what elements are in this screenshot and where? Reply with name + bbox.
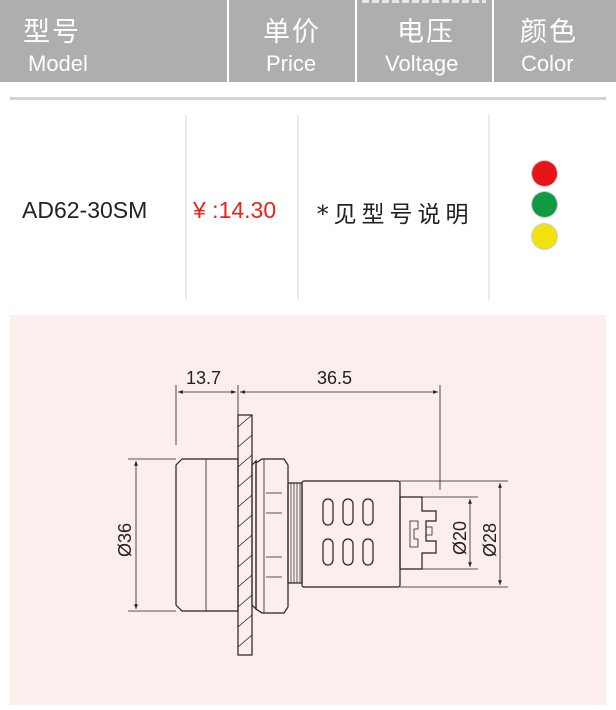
panel-plate [237, 414, 253, 656]
header-underline [10, 97, 606, 100]
column-divider [297, 115, 299, 300]
header-price-cn: 单价 [263, 17, 321, 48]
dim-label-terminal-dia: Ø20 [450, 521, 470, 555]
terminal [399, 496, 437, 570]
color-swatch-yellow [532, 224, 557, 249]
header-voltage: 电压 Voltage [357, 0, 492, 82]
dimension-drawing-panel: 13.7 36.5 Ø36 Ø20 Ø28 [10, 315, 606, 705]
header-color-cn: 颜色 [520, 17, 578, 48]
color-swatch-green [532, 192, 557, 217]
table-header: 型号 Model 单价 Price 电压 Voltage 颜色 Color [0, 0, 616, 82]
header-color: 颜色 Color [494, 0, 616, 82]
header-price-en: Price [266, 51, 317, 76]
header-voltage-en: Voltage [385, 51, 459, 76]
header-model-cn: 型号 [23, 17, 81, 48]
header-model-en: Model [28, 51, 88, 76]
header-color-en: Color [521, 51, 574, 76]
dim-label-body-dia: Ø28 [480, 523, 500, 557]
header-divider [492, 0, 494, 82]
column-divider [185, 115, 187, 300]
price-value: ¥ :14.30 [193, 197, 277, 223]
dim-label-head-dia: Ø36 [115, 523, 135, 557]
dim-label-front: 13.7 [186, 368, 221, 388]
clamp-nut [255, 458, 289, 614]
dimension-drawing: 13.7 36.5 Ø36 Ø20 Ø28 [115, 368, 508, 656]
header-decoration [362, 0, 486, 3]
header-divider [227, 0, 229, 82]
button-head [175, 458, 239, 612]
header-voltage-cn: 电压 [397, 17, 455, 48]
header-model: 型号 Model [0, 0, 228, 82]
column-divider [488, 115, 490, 300]
lamp-body [301, 480, 401, 588]
dim-label-body: 36.5 [317, 368, 352, 388]
model-value: AD62-30SM [22, 197, 148, 223]
voltage-value: *见型号说明 [317, 202, 474, 228]
header-divider [355, 0, 357, 82]
color-swatch-red [532, 161, 557, 186]
header-price: 单价 Price [229, 0, 355, 82]
